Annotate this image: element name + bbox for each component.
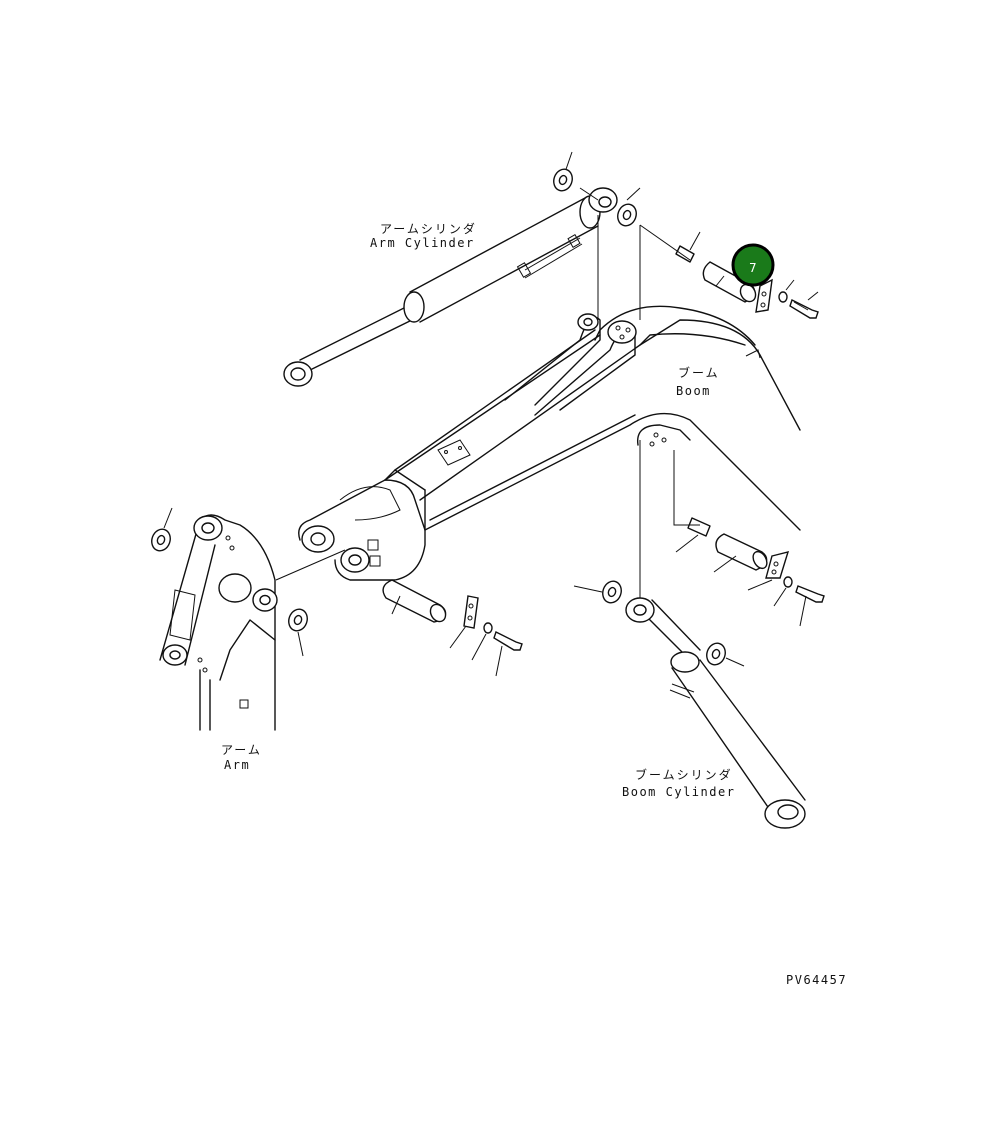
pin-set-boom-foot — [675, 517, 825, 627]
arm-cylinder-label-jp: アームシリンダ — [380, 221, 477, 236]
drawing-code: PV64457 — [786, 973, 847, 987]
arm-cylinder — [283, 187, 618, 387]
boom-nose — [298, 479, 426, 581]
boom-cylinder — [625, 440, 806, 829]
arm-label-jp: アーム — [221, 743, 262, 757]
pin-set-arm — [382, 579, 523, 677]
washer-arm-right — [288, 608, 308, 657]
pin-set-top — [675, 231, 819, 319]
arm-cylinder-label-en: Arm Cylinder — [370, 236, 475, 250]
washer-arm-cylinder-pin — [617, 203, 637, 227]
washer-arm-left — [151, 507, 173, 552]
callout-number: 7 — [749, 261, 757, 275]
boom-label-jp: ブーム — [678, 365, 720, 380]
callout-7[interactable]: 7 — [731, 243, 775, 287]
washer-arm-cylinder-top — [553, 168, 573, 192]
boom-label-en: Boom — [676, 384, 711, 398]
washer-boom-cylinder-head — [573, 580, 622, 604]
arm-label-en: Arm — [224, 758, 250, 772]
boom — [384, 305, 801, 531]
boom-cylinder-label-en: Boom Cylinder — [622, 785, 735, 799]
arm — [159, 514, 346, 731]
washer-boom-cylinder-collar — [706, 642, 745, 667]
washers — [151, 168, 745, 667]
boom-cylinder-label-jp: ブームシリンダ — [635, 767, 733, 782]
leader-lines — [562, 151, 700, 526]
